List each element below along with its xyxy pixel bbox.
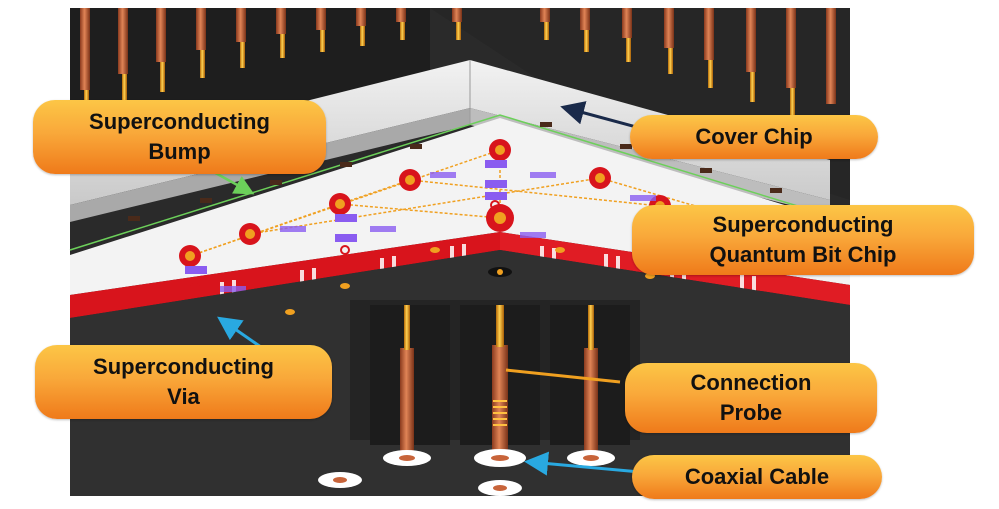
cover-chip-arrow (560, 101, 641, 130)
label-cover-chip: Cover Chip (630, 115, 878, 159)
upper-pins (80, 8, 836, 120)
qubit-rings (190, 200, 500, 293)
label-connection-probe: Connection Probe (625, 363, 877, 433)
qubit-nodes (179, 139, 671, 267)
pointer-arrows (209, 101, 641, 476)
connection-probes (400, 305, 598, 458)
label-superconducting-quantum-bit-chip: Superconducting Quantum Bit Chip (632, 205, 974, 275)
coaxial-arrow (524, 451, 641, 476)
probe-arrow (505, 368, 621, 384)
label-coaxial-cable: Coaxial Cable (632, 455, 882, 499)
superconducting-bumps (128, 122, 782, 221)
coaxial-cables (318, 449, 615, 496)
qubit-lattice (179, 139, 761, 293)
qubit-resonators (185, 160, 656, 292)
label-superconducting-bump: Superconducting Bump (33, 100, 326, 174)
label-superconducting-via: Superconducting Via (35, 345, 332, 419)
